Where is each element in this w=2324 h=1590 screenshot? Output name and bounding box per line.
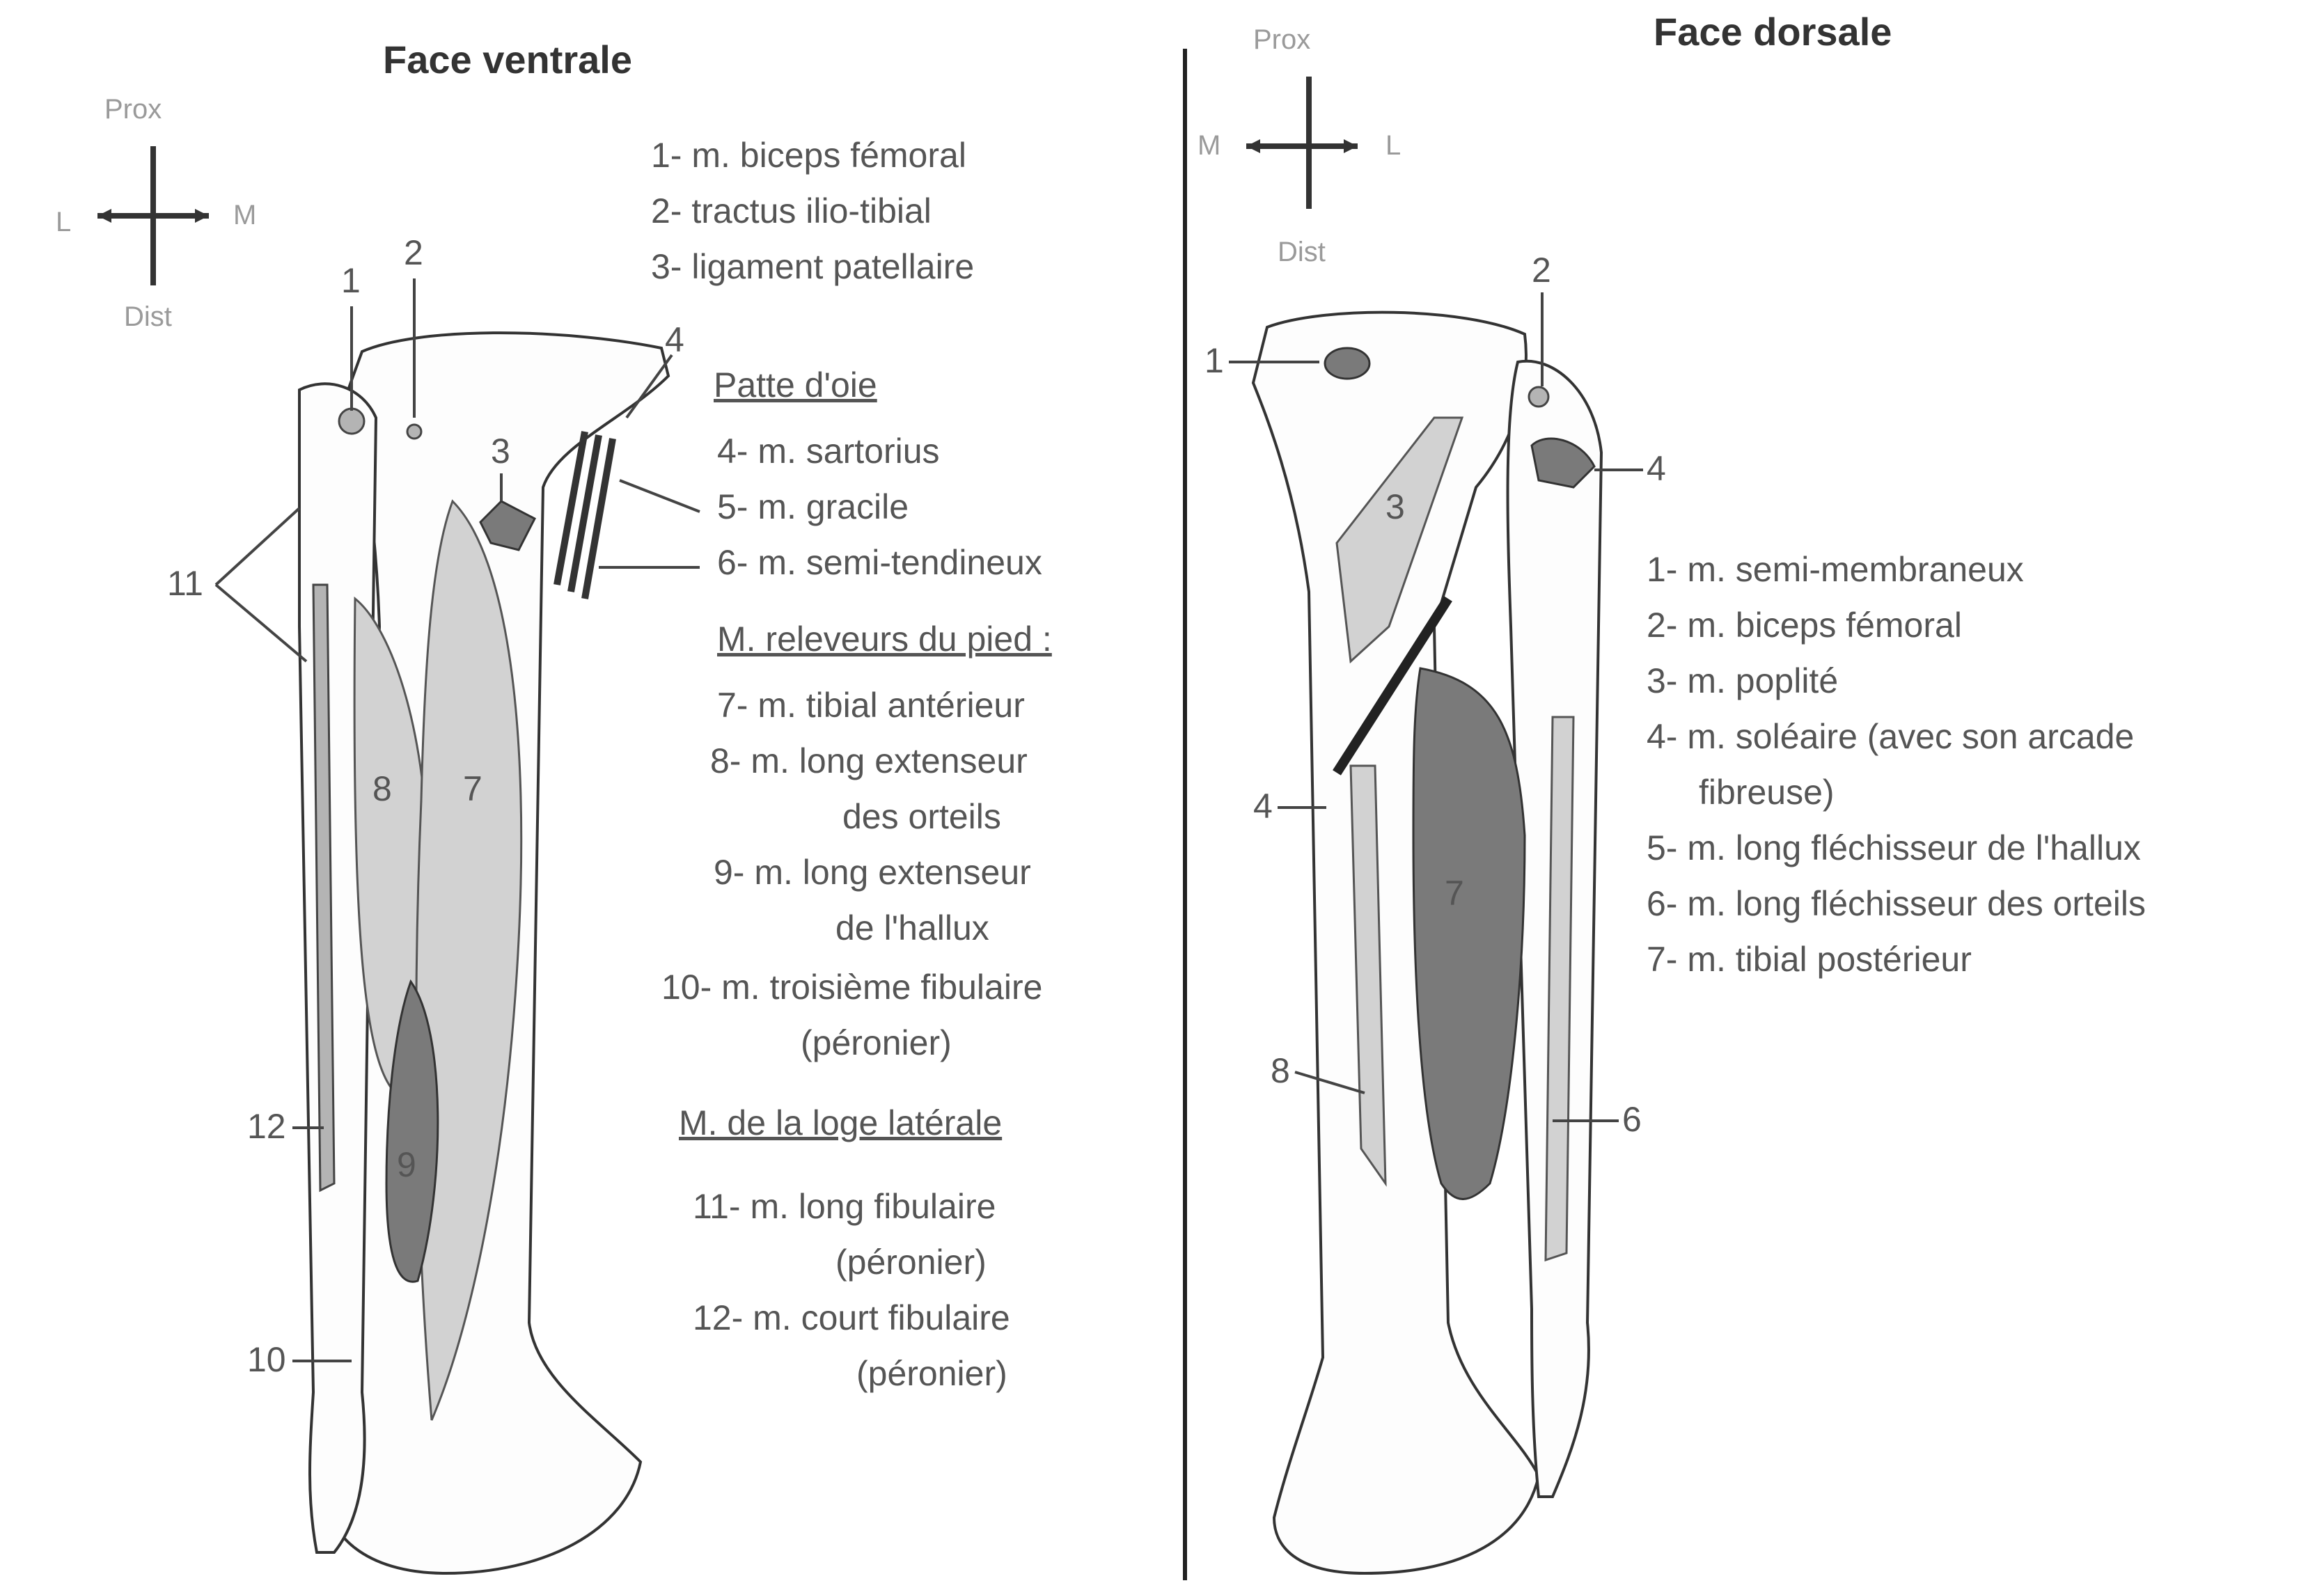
left-section-heading: M. de la loge latérale [679, 1103, 1002, 1142]
right-callout-2: 2 [1532, 251, 1551, 290]
left-legend-item: (péronier) [835, 1243, 987, 1282]
left-muscle-label: 9 [397, 1145, 416, 1184]
right-legend-item: 3- m. poplité [1647, 661, 1838, 700]
left-legend-item: 6- m. semi-tendineux [717, 543, 1042, 582]
left-callout-12: 12 [247, 1107, 286, 1146]
left-legend-item: 10- m. troisième fibulaire [661, 968, 1042, 1007]
right-callout-5: 8 [1271, 1051, 1290, 1090]
left-orientation-cross: Prox Dist L M [56, 94, 256, 332]
right-callout-4: 4 [1647, 449, 1666, 488]
left-legend-item: (péronier) [856, 1354, 1007, 1393]
left-title: Face ventrale [383, 38, 632, 81]
right-legend-item: 1- m. semi-membraneux [1647, 550, 2024, 589]
right-orientation-cross: Prox Dist M L [1198, 24, 1401, 267]
left-callout-2: 2 [404, 233, 423, 272]
left-leg-bones [299, 333, 668, 1573]
right-legend-item: 5- m. long fléchisseur de l'hallux [1647, 828, 2141, 867]
right-legend-item: 7- m. tibial postérieur [1647, 940, 1972, 979]
right-callout-1: 1 [1204, 341, 1224, 380]
left-lat-label: L [56, 207, 71, 237]
left-med-label: M [233, 200, 256, 230]
left-legend-item: 11- m. long fibulaire [693, 1187, 996, 1226]
left-callout-1: 1 [341, 261, 361, 300]
left-legend-item: 3- ligament patellaire [651, 247, 974, 286]
right-muscle-label: 7 [1445, 874, 1464, 913]
left-callout-11: 11 [167, 564, 203, 603]
left-legend-item: des orteils [842, 797, 1001, 836]
right-muscle-1 [1325, 348, 1369, 379]
left-legend-item: 9- m. long extenseur [714, 853, 1031, 892]
left-legend-item: 5- m. gracile [717, 487, 909, 526]
right-muscle-label: 3 [1385, 487, 1405, 526]
left-legend-item: 7- m. tibial antérieur [717, 686, 1025, 725]
right-title: Face dorsale [1654, 10, 1892, 54]
left-muscle-label: 8 [372, 769, 392, 808]
left-section-heading: M. releveurs du pied : [717, 620, 1052, 659]
right-callout-6: 6 [1622, 1100, 1642, 1139]
right-med-label: M [1198, 130, 1220, 161]
left-legend-item: 8- m. long extenseur [710, 741, 1028, 780]
right-callout-4b: 4 [1253, 787, 1273, 826]
right-legend-item: 6- m. long fléchisseur des orteils [1647, 884, 2146, 923]
left-muscle-label: 7 [463, 769, 482, 808]
right-legend-item: 2- m. biceps fémoral [1647, 606, 1962, 645]
left-prox-label: Prox [104, 94, 162, 125]
right-leg-bones [1253, 313, 1601, 1573]
right-dist-label: Dist [1278, 237, 1326, 267]
right-muscle-7 [1413, 668, 1525, 1199]
left-callout-3: 3 [491, 432, 510, 471]
left-legend-item: 1- m. biceps fémoral [651, 136, 966, 175]
right-lat-label: L [1385, 130, 1401, 161]
right-legend-item: fibreuse) [1699, 773, 1835, 812]
left-dist-label: Dist [124, 301, 172, 332]
right-prox-label: Prox [1253, 24, 1310, 55]
left-section-heading: Patte d'oie [714, 365, 877, 404]
left-callout-4: 4 [665, 320, 684, 359]
left-legend-item: 2- tractus ilio-tibial [651, 191, 932, 230]
left-legend-item: de l'hallux [835, 908, 989, 947]
left-legend-item: 4- m. sartorius [717, 432, 940, 471]
left-legend-item: (péronier) [801, 1023, 952, 1062]
right-legend-item: 4- m. soléaire (avec son arcade [1647, 717, 2134, 756]
left-callout-10: 10 [247, 1340, 286, 1379]
left-legend-item: 12- m. court fibulaire [693, 1298, 1010, 1337]
